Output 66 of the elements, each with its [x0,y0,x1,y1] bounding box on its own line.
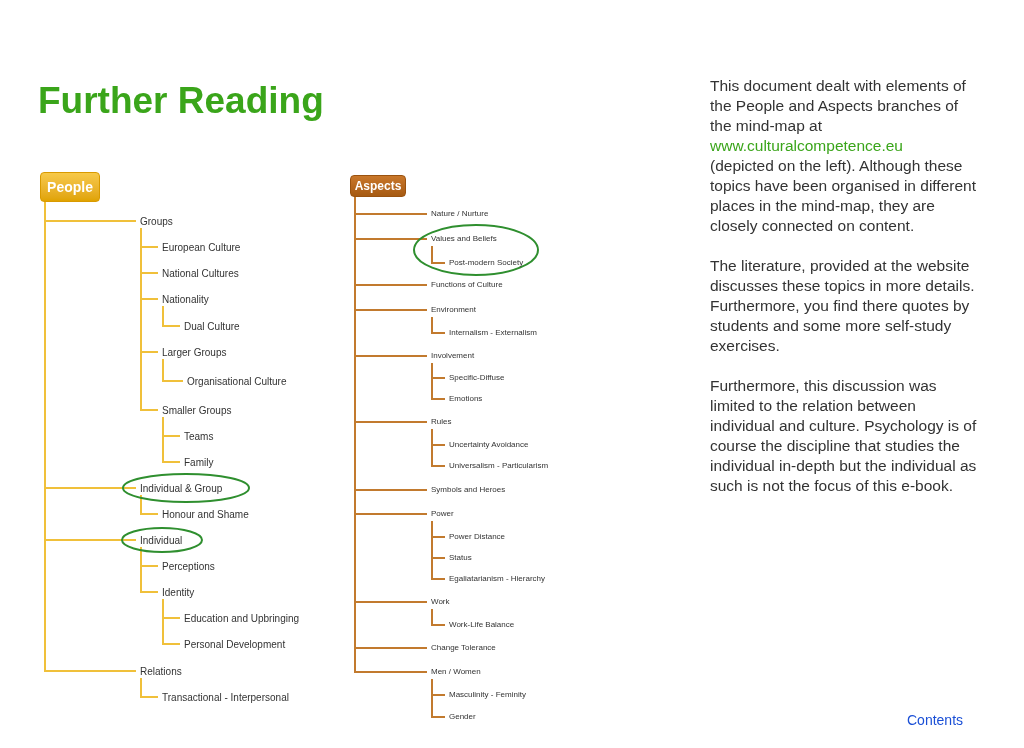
topic-label: National Cultures [158,266,239,280]
topic-label: Emotions [445,392,483,406]
connector-line [140,227,159,411]
paragraph: Furthermore, this discussion was limited to the relation between individual and culture. Psychology is of course the discipline that studies the individual in-depth but the individual as such is not the focus of this e-book. [710,376,978,496]
topic-label: Perceptions [158,559,215,573]
topic-label: Specific-Diffuse [445,371,505,385]
topic-label: Work [427,595,450,609]
topic-label: European Culture [158,240,241,254]
topic-label: Personal Development [180,637,286,651]
topic-label: Uncertainty Avoidance [445,438,529,452]
topic-label: Men / Women [427,665,481,679]
topic-label: Change Tolerance [427,641,496,655]
root-topic-box: People [40,172,100,202]
connector-line [431,316,446,334]
paragraph: The literature, provided at the website discusses these topics in more details. Furthermore, you find there quotes by students and some more self-study exercises. [710,256,976,356]
connector-line [431,678,446,718]
paragraph: This document dealt with elements of the People and Aspects branches of the mind-map at [710,76,967,136]
topic-label: Identity [158,585,195,599]
topic-label: Values and Beliefs [427,232,497,246]
link: www.culturalcompetence.eu [710,136,904,156]
topic-label: Gender [445,710,476,724]
topic-label: Power [427,507,454,521]
connector-line [431,362,446,400]
connector-line [431,428,446,467]
connector-line [431,608,446,626]
topic-label: Larger Groups [158,345,227,359]
topic-label: Family [180,455,214,469]
contents-link: Contents [907,711,964,730]
topic-label: Power Distance [445,530,506,544]
connector-line [162,416,181,463]
topic-label: Honour and Shame [158,507,249,521]
topic-label: Involvement [427,349,475,363]
topic-label: Functions of Culture [427,278,503,292]
topic-label: Status [445,551,472,565]
topic-label: Environment [427,303,476,317]
topic-label: Smaller Groups [158,403,232,417]
topic-label: Post-modern Society [445,256,524,270]
topic-label: Groups [136,214,173,228]
topic-label: Transactional - Interpersonal [158,690,289,704]
topic-label: Education and Upbringing [180,611,300,625]
topic-label: Symbols and Heroes [427,483,506,497]
paragraph: (depicted on the left). Although these topics have been organised in different places in the mind-map, they are closely connected on content. [710,156,977,236]
connector-line [162,358,184,382]
topic-label: Nationality [158,292,209,306]
topic-label: Rules [427,415,452,429]
topic-label: Relations [136,664,182,678]
topic-label: Internalism - Externalism [445,326,538,340]
topic-label: Nature / Nurture [427,207,489,221]
connector-line [162,305,181,327]
topic-label: Egaliatarianism - Hierarchy [445,572,546,586]
connector-line [431,520,446,580]
title: Further Reading [38,79,324,123]
connector-line [431,245,446,264]
topic-label: Dual Culture [180,319,240,333]
topic-label: Individual [136,533,183,547]
root-topic-box: Aspects [350,175,406,197]
topic-label: Universalism - Particularism [445,459,549,473]
topic-label: Individual & Group [136,481,223,495]
connector-line [140,546,159,593]
topic-label: Masculinity - Feminity [445,688,526,702]
topic-label: Organisational Culture [183,374,287,388]
connector-line [140,677,159,698]
topic-label: Teams [180,429,214,443]
connector-line [140,494,159,515]
connector-line [162,598,181,645]
topic-label: Work-Life Balance [445,618,515,632]
